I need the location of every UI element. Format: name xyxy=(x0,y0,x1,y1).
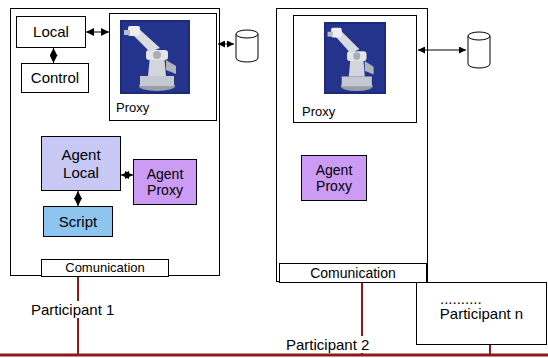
participant-box: Participant 1LocalControlProxyAgent Loca… xyxy=(10,8,220,276)
box-label: Comunication xyxy=(310,265,396,281)
connector-arrow xyxy=(121,175,133,176)
box-label: Agent Local xyxy=(46,146,116,181)
connector-arrow xyxy=(53,48,54,63)
participant-box: Participant 2ProxyAgent ProxyComunicatio… xyxy=(276,8,428,282)
proxy-box: Proxy xyxy=(109,13,217,121)
box-label: Proxy xyxy=(302,104,335,119)
component-box: Agent Proxy xyxy=(133,159,197,205)
robot-picture xyxy=(324,22,386,94)
box-label: Comunication xyxy=(65,261,145,276)
participant-label: Participant 2 xyxy=(284,336,371,353)
component-box: Local xyxy=(16,16,86,48)
box-label: Agent Proxy xyxy=(306,162,362,194)
robot-picture xyxy=(120,20,190,94)
component-box: Agent Local xyxy=(41,136,121,191)
connector-arrow xyxy=(78,191,79,206)
connector-arrow xyxy=(86,32,109,33)
database-cylinder xyxy=(468,32,490,68)
component-box: Comunication xyxy=(279,263,427,283)
component-box: Comunication xyxy=(41,259,169,277)
participant-label: Participant 1 xyxy=(29,301,116,318)
network-bus xyxy=(0,354,548,357)
storage-link xyxy=(418,50,466,51)
proxy-box: Proxy xyxy=(293,15,417,123)
box-label: Control xyxy=(31,69,79,86)
box-label: Script xyxy=(59,213,97,230)
component-box: Agent Proxy xyxy=(301,155,367,201)
component-box: Control xyxy=(21,63,89,93)
box-label: Participant n xyxy=(440,305,523,322)
bus-drop xyxy=(489,345,491,355)
box-label: Proxy xyxy=(116,100,149,115)
ellipsis-label: .......... xyxy=(440,290,482,307)
box-label: Local xyxy=(33,23,69,40)
box-label: Agent Proxy xyxy=(138,166,192,198)
component-box: Script xyxy=(43,206,113,237)
database-cylinder xyxy=(236,30,258,62)
storage-link xyxy=(218,44,234,45)
